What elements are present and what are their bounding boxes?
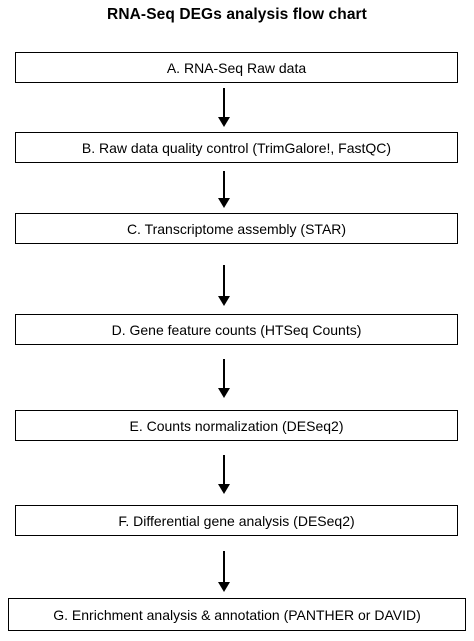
step-a-raw-data: A. RNA-Seq Raw data <box>15 52 458 83</box>
chart-title: RNA-Seq DEGs analysis flow chart <box>107 6 367 23</box>
step-f-differential-gene-analysis: F. Differential gene analysis (DESeq2) <box>15 505 458 536</box>
step-b-quality-control: B. Raw data quality control (TrimGalore!… <box>15 132 458 163</box>
arrow-e-to-f <box>214 455 234 495</box>
step-c-transcriptome-assembly: C. Transcriptome assembly (STAR) <box>15 213 458 244</box>
arrow-c-to-d <box>214 265 234 307</box>
arrow-b-to-c <box>214 171 234 209</box>
step-d-gene-feature-counts: D. Gene feature counts (HTSeq Counts) <box>15 314 458 345</box>
arrow-f-to-g <box>214 551 234 593</box>
step-g-enrichment-analysis: G. Enrichment analysis & annotation (PAN… <box>8 598 466 631</box>
arrow-a-to-b <box>214 88 234 128</box>
step-e-counts-normalization: E. Counts normalization (DESeq2) <box>15 410 458 441</box>
arrow-d-to-e <box>214 359 234 399</box>
